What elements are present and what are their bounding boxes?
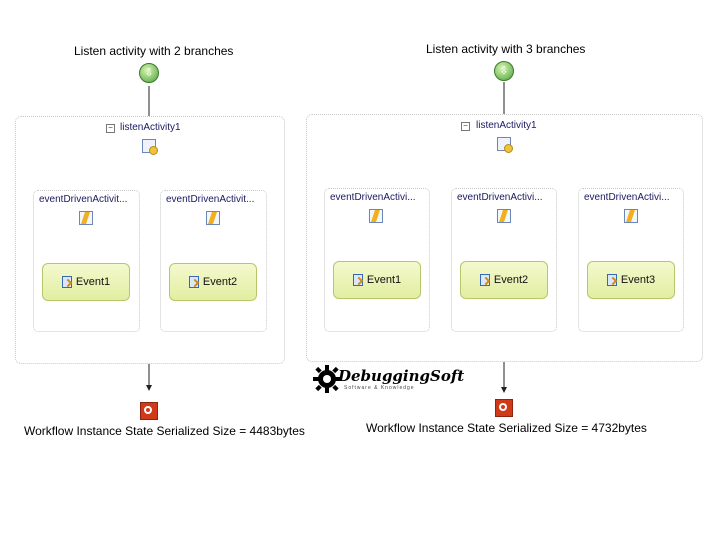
branch-label: eventDrivenActivit... bbox=[166, 194, 255, 205]
event-activity[interactable]: Event1 bbox=[333, 261, 421, 299]
event-activity[interactable]: Event3 bbox=[587, 261, 675, 299]
event-activity[interactable]: Event2 bbox=[460, 261, 548, 299]
listen-activity-icon bbox=[497, 137, 513, 153]
collapse-toggle-icon[interactable]: − bbox=[461, 122, 470, 131]
event-driven-icon bbox=[206, 211, 220, 225]
logo-tagline: Software & Knowledge bbox=[344, 385, 415, 391]
start-icon: ⇩ bbox=[139, 63, 159, 83]
gear-icon bbox=[313, 365, 341, 393]
branch-label: eventDrivenActivi... bbox=[584, 192, 670, 203]
logo-text: DebuggingSoft bbox=[338, 367, 465, 385]
event-driven-icon bbox=[79, 211, 93, 225]
end-icon bbox=[495, 399, 513, 417]
left-size-caption: Workflow Instance State Serialized Size … bbox=[24, 424, 305, 438]
event-label: Event1 bbox=[366, 274, 402, 286]
debuggingsoft-logo: DebuggingSoft Software & Knowledge bbox=[312, 364, 464, 398]
branch-label: eventDrivenActivit... bbox=[39, 194, 128, 205]
listen-activity-label: listenActivity1 bbox=[120, 122, 181, 133]
event-icon bbox=[352, 274, 363, 286]
event-activity[interactable]: Event1 bbox=[42, 263, 130, 301]
event-icon bbox=[479, 274, 490, 286]
event-label: Event2 bbox=[202, 276, 238, 288]
left-diagram-title: Listen activity with 2 branches bbox=[74, 44, 234, 58]
end-icon bbox=[140, 402, 158, 420]
listen-activity-icon bbox=[142, 139, 158, 155]
listen-activity-label: listenActivity1 bbox=[476, 120, 537, 131]
collapse-toggle-icon[interactable]: − bbox=[106, 124, 115, 133]
event-icon bbox=[188, 276, 199, 288]
event-activity[interactable]: Event2 bbox=[169, 263, 257, 301]
event-driven-icon bbox=[497, 209, 511, 223]
branch-label: eventDrivenActivi... bbox=[330, 192, 416, 203]
event-icon bbox=[606, 274, 617, 286]
event-icon bbox=[61, 276, 72, 288]
start-icon: ⇩ bbox=[494, 61, 514, 81]
right-size-caption: Workflow Instance State Serialized Size … bbox=[366, 421, 647, 435]
event-driven-icon bbox=[369, 209, 383, 223]
right-diagram-title: Listen activity with 3 branches bbox=[426, 42, 586, 56]
branch-label: eventDrivenActivi... bbox=[457, 192, 543, 203]
event-label: Event1 bbox=[75, 276, 111, 288]
event-driven-icon bbox=[624, 209, 638, 223]
event-label: Event3 bbox=[620, 274, 656, 286]
event-label: Event2 bbox=[493, 274, 529, 286]
